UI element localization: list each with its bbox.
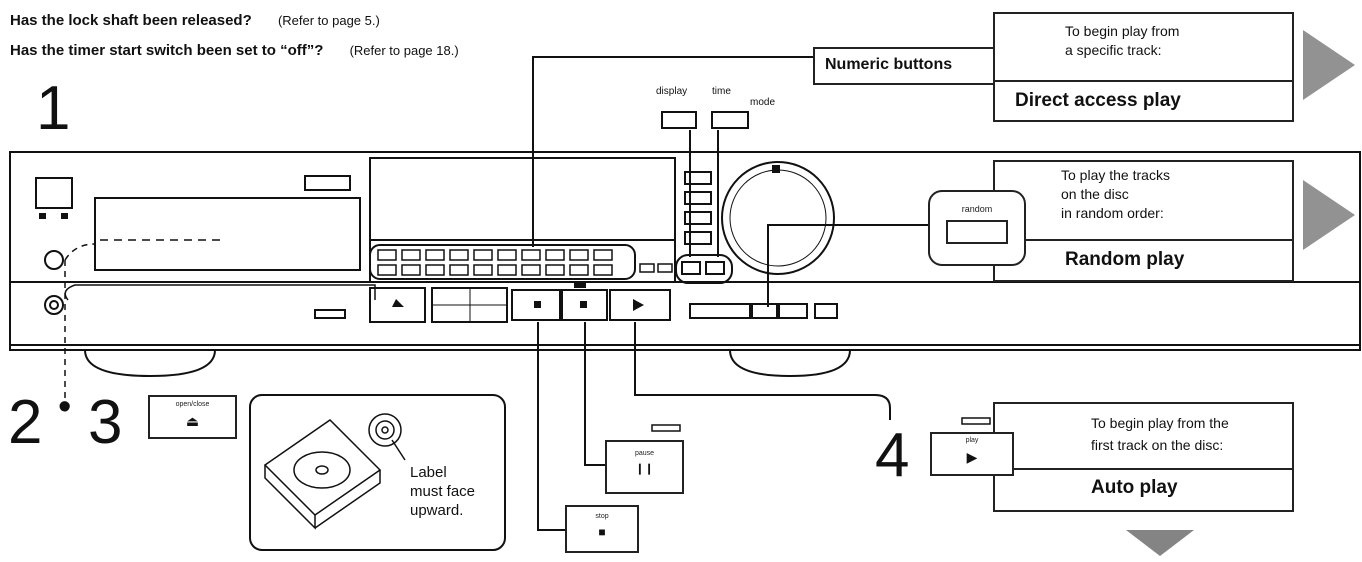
disc-note-line-3: upward. [410, 502, 464, 519]
random-desc-line-2: on the disc [1061, 186, 1129, 202]
direct-access-play-box: To begin play from a specific track: Dir… [993, 12, 1294, 122]
open-close-label: open/close [175, 401, 210, 408]
random-desc-line-3: in random order: [1061, 205, 1164, 221]
auto-play-title: Auto play [1091, 477, 1178, 498]
small-indicator [314, 309, 346, 319]
step-number-4: 4 [875, 421, 910, 490]
time-label: time [712, 86, 731, 97]
display-time-group [675, 254, 733, 284]
stop-icon: ■ [598, 525, 606, 539]
numeric-keys [377, 249, 673, 276]
random-desc-line-1: To play the tracks [1061, 167, 1170, 183]
question-lock-shaft: Has the lock shaft been released? (Refer… [10, 12, 380, 29]
random-button[interactable] [946, 220, 1008, 244]
random-leader-line [767, 224, 940, 307]
disc-note-line-1: Label [410, 464, 447, 481]
right-foot [729, 349, 851, 378]
pause-key [561, 289, 608, 321]
stop-key [511, 289, 561, 321]
disc-note: Label must face upward. [410, 463, 475, 520]
play-button-label: play [965, 437, 979, 444]
question-timer-switch: Has the timer start switch been set to “… [10, 42, 459, 59]
mode-label: mode [750, 97, 776, 108]
random-key [751, 303, 778, 319]
numeric-buttons-label: Numeric buttons [825, 56, 953, 73]
display-label: display [656, 86, 688, 97]
play-leader-line [634, 322, 891, 420]
tray-button [304, 175, 351, 191]
stop-button[interactable]: stop ■ [565, 505, 639, 553]
time-mode-button [711, 111, 749, 129]
page-reference: (Refer to page 18.) [349, 43, 459, 58]
pause-icon: ❙❙ [635, 463, 654, 475]
disc-note-line-2: must face [410, 483, 476, 500]
direct-desc-line-2: a specific track: [1065, 42, 1162, 58]
open-close-key [369, 287, 426, 323]
pause-button-label: pause [634, 450, 655, 457]
flow-arrows [1126, 30, 1355, 556]
left-foot [84, 349, 216, 378]
display-button [661, 111, 697, 129]
numeric-buttons-callout: Numeric buttons [813, 47, 1007, 85]
step-number-1: 1 [36, 74, 71, 143]
random-button-label: random [961, 204, 993, 214]
play-key [609, 289, 671, 321]
direct-desc-line-1: To begin play from [1065, 23, 1180, 39]
auto-play-box: To begin play from the first track on th… [993, 402, 1294, 512]
auto-desc-line-2: first track on the disc: [1091, 437, 1224, 453]
player-body [9, 151, 1361, 351]
open-close-button[interactable]: open/close ⏏ [148, 395, 237, 439]
phones-jack [44, 295, 64, 315]
pause-leader-line [584, 322, 605, 466]
pause-button[interactable]: pause ❙❙ [605, 440, 684, 494]
numeric-leader-line [532, 56, 815, 247]
page-reference: (Refer to page 5.) [277, 13, 380, 28]
stop-leader-line [537, 322, 565, 531]
power-switch [35, 177, 73, 209]
disc-tray-illustration [263, 413, 406, 530]
question-text: Has the lock shaft been released? [10, 12, 252, 29]
jog-dial [721, 161, 835, 275]
disc-tray [94, 197, 361, 271]
step-number-3: 3 [88, 388, 123, 457]
numeric-button-group [369, 244, 636, 280]
question-text: Has the timer start switch been set to “… [10, 42, 324, 59]
disc-loading-panel [249, 394, 506, 551]
direct-access-play-title: Direct access play [1015, 90, 1181, 111]
indicator-ring [44, 250, 64, 270]
step-separator-dot: • [58, 386, 72, 428]
play-icon: ▶ [966, 449, 978, 465]
step-number-2: 2 [8, 388, 43, 457]
display-window [369, 157, 676, 241]
random-play-box: To play the tracks on the disc in random… [993, 160, 1294, 282]
auto-desc-line-1: To begin play from the [1091, 415, 1229, 431]
eject-icon: ⏏ [185, 413, 200, 429]
random-button-callout: random [928, 190, 1026, 266]
stop-button-label: stop [595, 513, 609, 520]
play-button[interactable]: play ▶ [930, 432, 1014, 476]
random-play-title: Random play [1065, 249, 1185, 270]
